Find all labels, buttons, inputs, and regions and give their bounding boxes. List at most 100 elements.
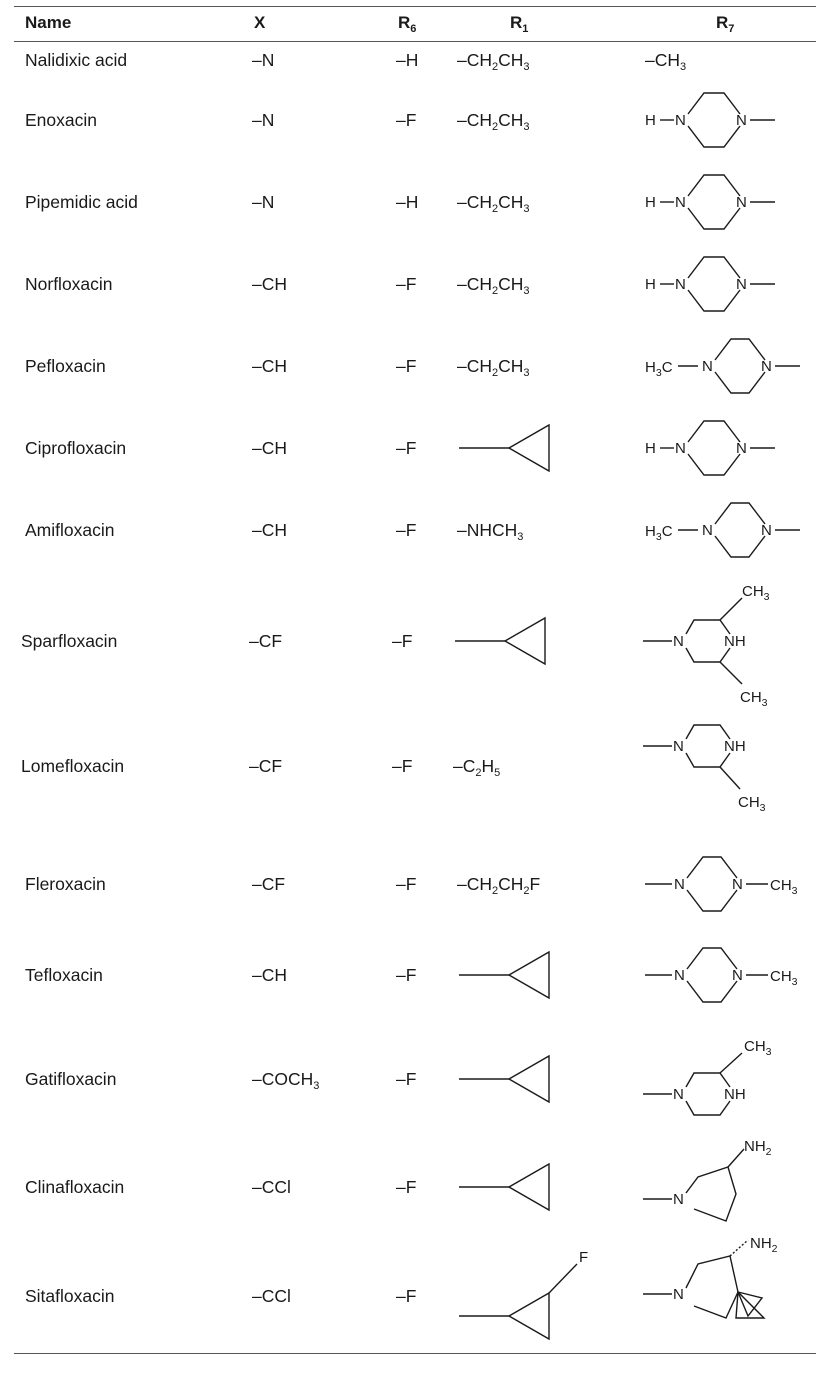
- header-x: X: [254, 13, 266, 32]
- cyclopropane-ring: [503, 616, 546, 666]
- r6-substituent: –F: [396, 274, 417, 294]
- cyclopropyl-structure: [459, 1054, 550, 1104]
- ring-bond: [714, 502, 766, 525]
- r1-substituent: –CH2CH3: [457, 110, 530, 133]
- amine-label: NH: [724, 738, 746, 755]
- ring-bond: [686, 856, 738, 879]
- nitrogen-label: N: [674, 876, 685, 893]
- x-substituent: –CF: [249, 631, 283, 651]
- nitrogen-label: N: [732, 967, 743, 984]
- header-name: Name: [25, 13, 72, 32]
- cyclopropyl-structure: [459, 950, 550, 1000]
- x-substituent: –CF: [252, 874, 286, 894]
- drug-name: Ciprofloxacin: [25, 438, 127, 458]
- ring-bond: [685, 724, 731, 740]
- drug-name: Gatifloxacin: [25, 1069, 117, 1089]
- drug-name: Norfloxacin: [25, 274, 113, 294]
- x-substituent: –CCl: [252, 1286, 291, 1306]
- spiro-cyclopropane-ring: [737, 1291, 764, 1318]
- x-substituent: –CH: [252, 356, 288, 376]
- nitrogen-label: N: [675, 440, 686, 457]
- ring-bond: [686, 947, 738, 970]
- methyl-label: CH3: [770, 968, 798, 988]
- ring-bond: [714, 371, 766, 394]
- amino-label: NH2: [744, 1138, 772, 1158]
- cyclopropyl-structure: [459, 423, 550, 473]
- cyclopropane-ring: [507, 423, 550, 473]
- r6-substituent: –H: [396, 192, 419, 212]
- r1-substituent: –CH2CH3: [457, 356, 530, 379]
- r1-substituent: –CH2CH3: [457, 274, 530, 297]
- bottom-rule: [14, 1353, 816, 1354]
- header-r7: R7: [716, 13, 735, 35]
- r6-substituent: –F: [396, 438, 417, 458]
- nitrogen-label: N: [674, 967, 685, 984]
- r1-substituent: –CH2CH3: [457, 50, 530, 73]
- nitrogen-label: N: [673, 633, 684, 650]
- ring-bond: [685, 619, 731, 635]
- ring-bond: [685, 1072, 731, 1088]
- drug-name: Pefloxacin: [25, 356, 106, 376]
- x-substituent: –N: [252, 192, 275, 212]
- x-substituent: –CCl: [252, 1177, 291, 1197]
- cyclopropane-ring: [507, 950, 550, 1000]
- drug-name: Sitafloxacin: [25, 1286, 115, 1306]
- r6-substituent: –F: [396, 110, 417, 130]
- methyl-label: CH3: [740, 689, 768, 709]
- ring-bond: [685, 647, 731, 663]
- hydrogen-label: H: [645, 276, 656, 293]
- drug-name: Pipemidic acid: [25, 192, 138, 212]
- hydrogen-label: H: [645, 440, 656, 457]
- nitrogen-label: N: [673, 1286, 684, 1303]
- ring-bond: [687, 289, 741, 312]
- nitrogen-label: N: [736, 194, 747, 211]
- bond-line: [719, 661, 743, 685]
- drug-name: Clinafloxacin: [25, 1177, 125, 1197]
- ring-bond: [685, 752, 731, 768]
- x-substituent: –CF: [249, 756, 283, 776]
- ring-bond: [686, 980, 738, 1003]
- nitrogen-label: N: [675, 194, 686, 211]
- ring-bond: [687, 256, 741, 279]
- header-r1: R1: [510, 13, 529, 35]
- amine-label: NH: [724, 1086, 746, 1103]
- methyl-label: CH3: [742, 583, 770, 603]
- ring-bond: [685, 1255, 739, 1319]
- cyclopropyl-structure: [455, 616, 546, 666]
- fluorine-label: F: [579, 1249, 588, 1266]
- ring-bond: [687, 453, 741, 476]
- cyclopropane-ring: [507, 1291, 550, 1341]
- nitrogen-label: N: [702, 358, 713, 375]
- x-substituent: –CH: [252, 965, 288, 985]
- bond-line: [719, 766, 741, 790]
- amino-label: NH2: [750, 1235, 778, 1255]
- ring-bond: [687, 92, 741, 115]
- r6-substituent: –F: [396, 520, 417, 540]
- ring-bond: [714, 338, 766, 361]
- drug-name: Amifloxacin: [25, 520, 115, 540]
- ring-bond: [687, 207, 741, 230]
- spiro-cyclopropane-ring: [735, 1290, 766, 1319]
- drug-name: Tefloxacin: [25, 965, 103, 985]
- cyclopropane-ring: [507, 1054, 550, 1104]
- r6-substituent: –F: [396, 1177, 417, 1197]
- ring-bond: [687, 125, 741, 148]
- r6-substituent: –F: [392, 631, 413, 651]
- r1-substituent: –C2H5: [453, 756, 501, 779]
- r1-substituent: –CH2CH2F: [457, 874, 541, 897]
- methyl-label: H3C: [645, 359, 673, 379]
- bond-line: [719, 597, 743, 621]
- ring-bond: [714, 535, 766, 558]
- ring-bond: [687, 174, 741, 197]
- header-r6: R6: [398, 13, 417, 35]
- nitrogen-label: N: [673, 1191, 684, 1208]
- x-substituent: –N: [252, 50, 275, 70]
- hydrogen-label: H: [645, 194, 656, 211]
